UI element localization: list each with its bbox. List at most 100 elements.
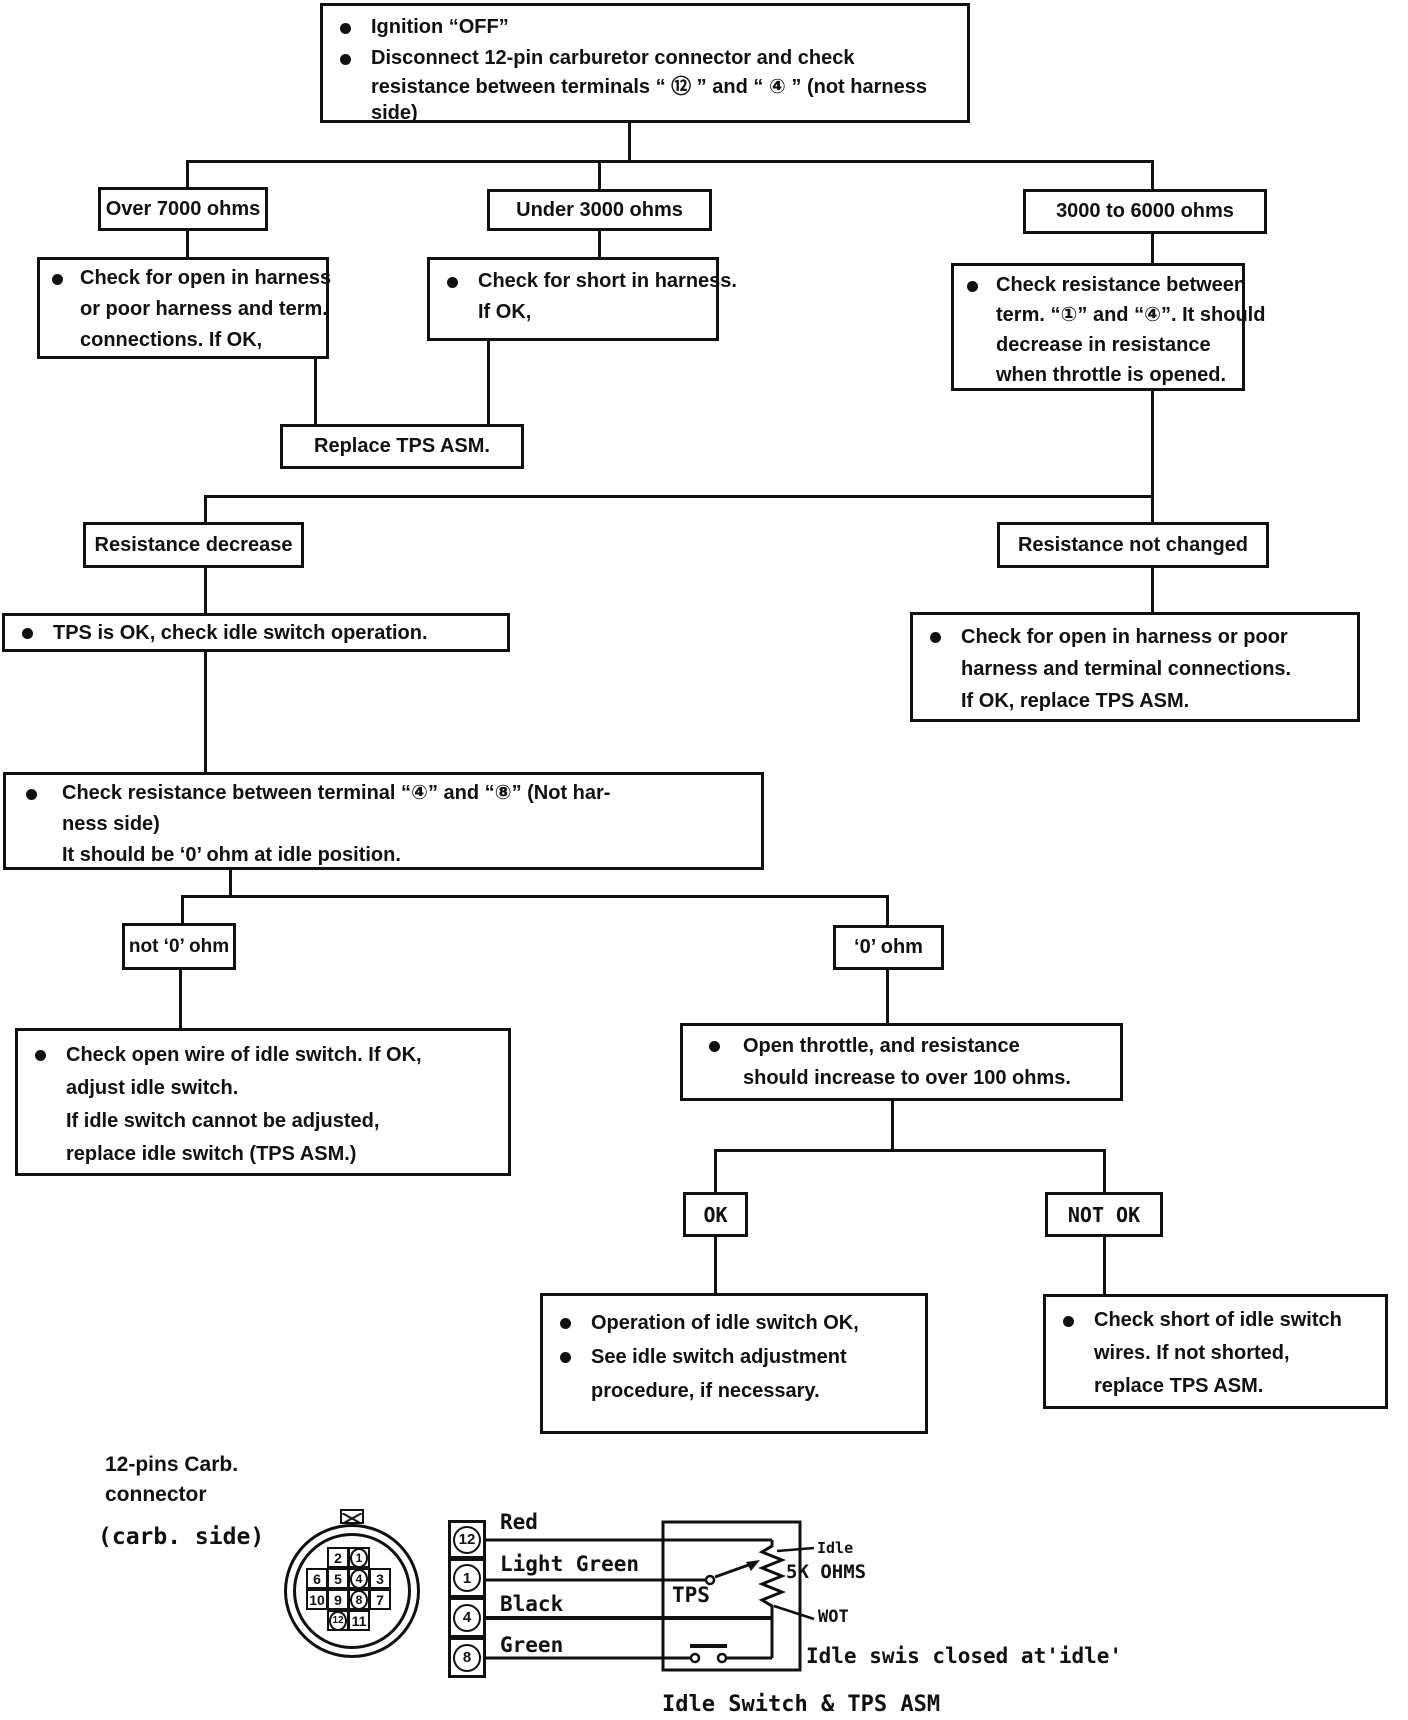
idle-switch-contact-right	[716, 1652, 728, 1664]
connector-line	[204, 566, 207, 613]
connector-key-tab	[340, 1509, 364, 1525]
node-label: not ‘0’ ohm	[128, 935, 230, 957]
pin-5: 5	[327, 1568, 349, 1589]
node-text: Check open wire of idle switch. If OK,	[66, 1044, 422, 1066]
carb-side-label: (carb. side)	[98, 1524, 265, 1550]
connector-line	[1151, 160, 1154, 190]
idle-leader-line	[776, 1546, 815, 1553]
node-text: when throttle is opened.	[996, 364, 1227, 386]
tps-wiring-schematic	[485, 1520, 815, 1672]
node-label: Under 3000 ohms	[516, 198, 683, 221]
node-operation-idle-ok: Operation of idle switch OK, See idle sw…	[540, 1293, 928, 1434]
bullet-icon	[560, 1352, 571, 1363]
node-text: If OK,	[478, 301, 532, 323]
tps-asm-box	[661, 1520, 802, 1672]
node-label: OK	[703, 1202, 728, 1227]
node-text: procedure, if necessary.	[591, 1380, 820, 1402]
node-text: Open throttle, and resistance	[743, 1035, 1020, 1057]
node-text: Operation of idle switch OK,	[591, 1312, 859, 1334]
node-text: Check for short in harness.	[478, 270, 737, 292]
wot-label: WOT	[818, 1607, 849, 1627]
node-text: Check resistance between terminal “④” an…	[62, 782, 611, 804]
node-text: harness and terminal connections.	[961, 658, 1292, 680]
node-text: should increase to over 100 ohms.	[743, 1067, 1071, 1089]
node-text: replace idle switch (TPS ASM.)	[66, 1143, 357, 1165]
connector-line	[598, 230, 601, 260]
node-under-3000-ohms: Under 3000 ohms	[487, 189, 712, 231]
pin-4: 4	[348, 1568, 370, 1589]
node-text: adjust idle switch.	[66, 1077, 239, 1099]
wiper-arm	[714, 1561, 755, 1579]
bullet-icon	[447, 277, 458, 288]
terminal-12: 12	[448, 1520, 486, 1559]
pin-2: 2	[327, 1547, 349, 1568]
connector-line	[598, 160, 601, 190]
connector-line	[628, 121, 631, 163]
node-text: ness side)	[62, 813, 160, 835]
connector-title: 12-pins Carb.	[105, 1453, 239, 1476]
connector-line	[1151, 495, 1154, 524]
wire-label-black: Black	[500, 1592, 564, 1616]
node-text: If OK, replace TPS ASM.	[961, 690, 1190, 712]
node-not-ok: NOT OK	[1045, 1192, 1163, 1237]
idle-switch-contact-left	[689, 1652, 701, 1664]
node-start: Ignition “OFF” Disconnect 12-pin carbure…	[320, 3, 970, 124]
terminal-1: 1	[448, 1558, 486, 1598]
node-check-term-1-4: Check resistance between term. “①” and “…	[951, 263, 1265, 391]
node-3000-to-6000-ohms: 3000 to 6000 ohms	[1023, 189, 1267, 234]
node-text: Check for open in harness	[80, 267, 332, 289]
node-text: or poor harness and term.	[80, 298, 328, 320]
wiper-arrowhead-icon	[746, 1560, 760, 1571]
pin-12: 12	[327, 1610, 349, 1631]
connector-line	[1151, 390, 1154, 498]
wire-label-red: Red	[500, 1510, 538, 1534]
diagram-caption: Idle Switch & TPS ASM	[662, 1692, 941, 1717]
connector-line	[714, 1149, 717, 1192]
bullet-icon	[52, 274, 63, 285]
connector-line	[1151, 233, 1154, 264]
connector-line	[179, 968, 182, 1028]
pin-8: 8	[348, 1589, 370, 1610]
connector-line	[181, 895, 184, 923]
node-label: Resistance decrease	[94, 533, 293, 556]
node-label: NOT OK	[1067, 1202, 1141, 1227]
node-text: Check resistance between	[996, 274, 1247, 296]
bullet-icon	[22, 628, 33, 639]
connector-line	[204, 495, 1154, 498]
pin-10: 10	[306, 1589, 328, 1610]
node-resistance-not-changed: Resistance not changed	[997, 522, 1269, 568]
node-text: Check short of idle switch	[1094, 1309, 1342, 1331]
node-check-open-wire: Check open wire of idle switch. If OK, a…	[15, 1028, 511, 1176]
node-0-ohm: ‘0’ ohm	[833, 925, 944, 970]
connector-line	[186, 160, 189, 187]
node-text: TPS is OK, check idle switch operation.	[53, 622, 428, 644]
node-text: It should be ‘0’ ohm at idle position.	[62, 844, 401, 866]
node-not-0-ohm: not ‘0’ ohm	[122, 923, 236, 970]
bullet-icon	[709, 1041, 720, 1052]
bullet-icon	[340, 54, 351, 65]
bullet-icon	[560, 1318, 571, 1329]
wiper-contact	[704, 1574, 716, 1586]
pin-11: 11	[348, 1610, 370, 1631]
node-label: 3000 to 6000 ohms	[1056, 200, 1234, 222]
resistor-zigzag	[757, 1540, 787, 1618]
pin-3: 3	[369, 1568, 391, 1589]
wot-leader-line	[773, 1604, 815, 1621]
bullet-icon	[1063, 1316, 1074, 1327]
node-start-text: Disconnect 12-pin carburetor connector a…	[371, 47, 855, 69]
key-tab-cross-icon	[341, 1512, 363, 1525]
tps-label: TPS	[672, 1583, 710, 1607]
bullet-icon	[967, 281, 978, 292]
wire-label-light-green: Light Green	[500, 1552, 640, 1576]
node-check-open-harness-2: Check for open in harness or poor harnes…	[910, 612, 1360, 722]
pin-1: 1	[348, 1547, 370, 1568]
connector-line	[1151, 566, 1154, 612]
terminal-8: 8	[448, 1637, 486, 1678]
bullet-icon	[35, 1050, 46, 1061]
connector-line	[886, 895, 889, 925]
node-label: Resistance not changed	[1017, 533, 1249, 556]
node-check-term-4-8: Check resistance between terminal “④” an…	[3, 772, 764, 870]
node-label: ‘0’ ohm	[854, 936, 923, 958]
wire-label-green: Green	[500, 1633, 564, 1657]
